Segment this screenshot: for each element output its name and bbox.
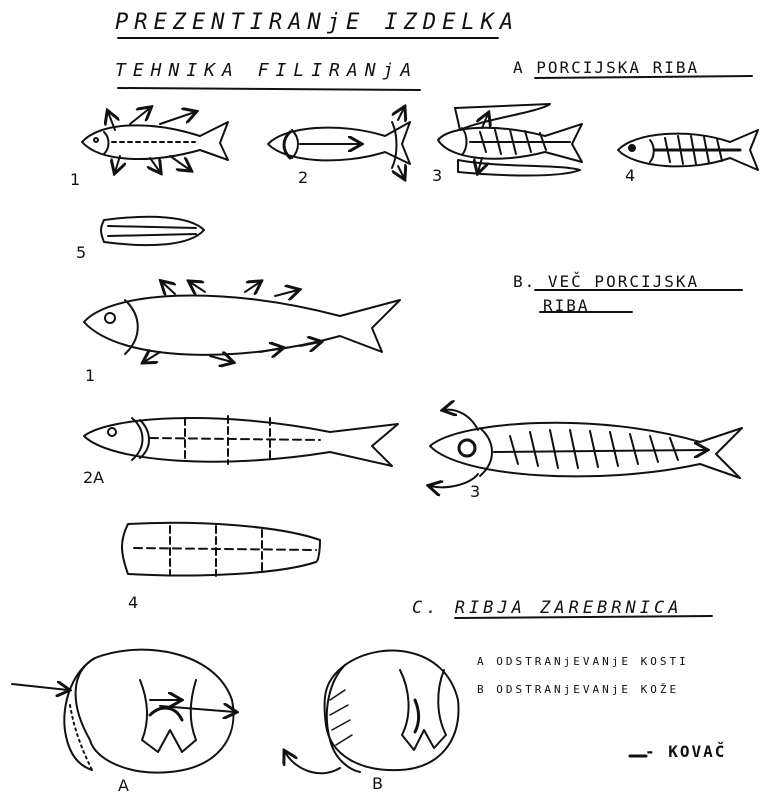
section-c-underline — [455, 616, 712, 618]
fish-b1 — [84, 282, 400, 362]
subtitle-underline — [118, 88, 420, 90]
fillet-a5 — [101, 217, 204, 245]
fish-a3 — [438, 104, 582, 176]
fish-a4 — [618, 130, 758, 170]
fish-b3 — [430, 410, 742, 488]
section-a-underline — [535, 76, 752, 78]
fish-steak-a — [12, 650, 235, 773]
fillet-b4 — [122, 523, 320, 576]
fish-b2a — [84, 416, 398, 466]
fish-a1 — [82, 108, 228, 172]
fish-a2 — [268, 108, 410, 178]
fish-steak-b — [285, 651, 458, 774]
